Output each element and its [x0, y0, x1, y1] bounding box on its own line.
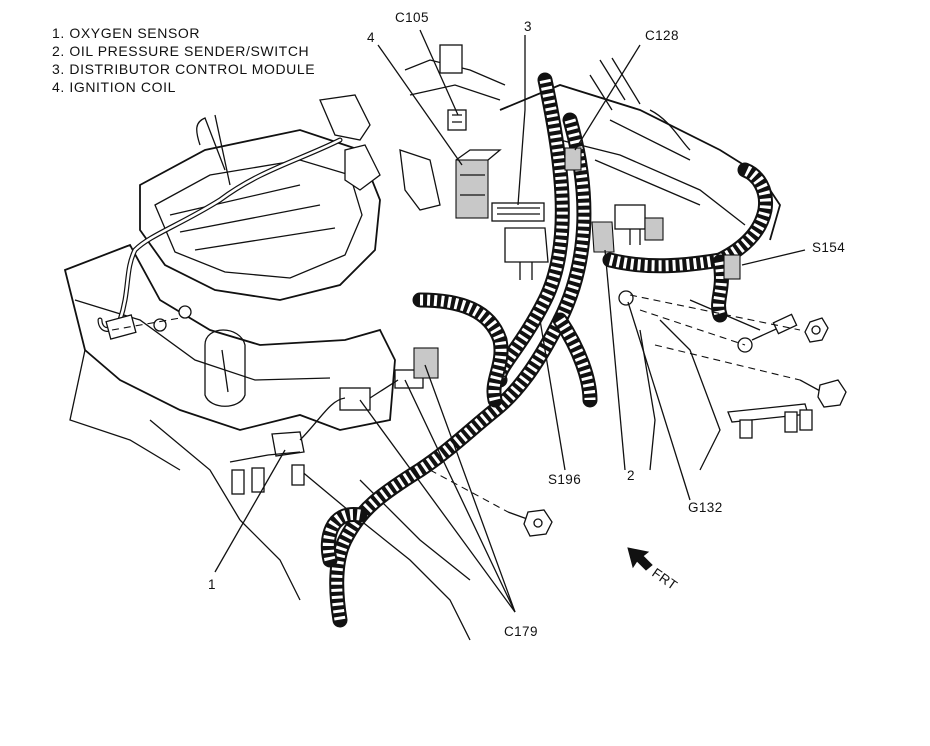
bolt-lower-center: [507, 509, 553, 537]
front-direction-label: FRT: [649, 565, 680, 593]
distributor-cap: [504, 227, 549, 280]
callout-g132: G132: [688, 500, 723, 515]
callout-s154: S154: [812, 240, 845, 255]
legend-item-oil-pressure-sender: 2. OIL PRESSURE SENDER/SWITCH: [52, 43, 310, 59]
bracket-right: [727, 403, 813, 439]
leader-lines: [214, 29, 806, 613]
throttle-body: [319, 94, 441, 211]
front-direction-indicator: FRT: [627, 547, 680, 593]
dashed-fastener-paths: [111, 294, 801, 513]
callout-c179: C179: [504, 624, 538, 639]
front-direction-arrow-icon: [627, 547, 653, 571]
oxygen-sensor-wire: [97, 137, 343, 332]
connector-c128: [564, 147, 582, 171]
oxygen-sensor: [229, 431, 305, 495]
sensor-left-mount: [105, 305, 192, 340]
callout-c105: C105: [395, 10, 429, 25]
legend-item-distributor-control-module: 3. DISTRIBUTOR CONTROL MODULE: [52, 61, 316, 77]
legend-item-oxygen-sensor: 1. OXYGEN SENSOR: [52, 25, 201, 41]
connector-c105: [439, 44, 467, 131]
wiring-harness: [320, 72, 774, 628]
bolt-right-lower: [799, 379, 847, 408]
callout-s196: S196: [548, 472, 581, 487]
connector-c179: [299, 347, 439, 441]
callout-4: 4: [367, 30, 375, 45]
oil-pressure-sender: [591, 204, 664, 253]
callout-labels: C105 3 C128 4 S154 S196 2 G132 1 C179: [208, 10, 845, 639]
ignition-coil: [455, 149, 502, 219]
legend: 1. OXYGEN SENSOR 2. OIL PRESSURE SENDER/…: [52, 24, 315, 96]
callout-1: 1: [208, 577, 216, 592]
bolt-right-upper: [804, 317, 829, 343]
callout-c128: C128: [645, 28, 679, 43]
legend-item-ignition-coil: 4. IGNITION COIL: [52, 79, 176, 95]
callout-2: 2: [627, 468, 635, 483]
ground-g132: [618, 290, 798, 353]
distributor-control-module: [491, 202, 545, 222]
callout-3: 3: [524, 19, 532, 34]
splice-s154: [723, 254, 741, 280]
